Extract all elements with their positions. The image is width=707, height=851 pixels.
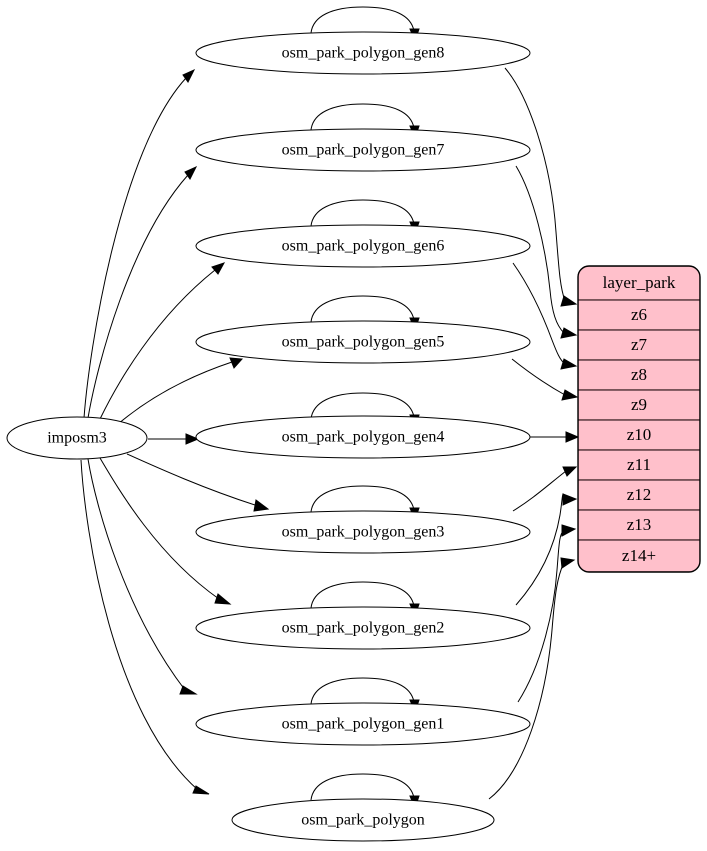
layer-park-label-z9: z9 bbox=[631, 395, 647, 414]
node-osm-park-polygon-gen5[interactable]: osm_park_polygon_gen5 bbox=[195, 320, 531, 364]
imposm3-ellipse[interactable] bbox=[6, 416, 148, 460]
arrow-gen1-to-z13 bbox=[561, 524, 577, 537]
osm-park-polygon-ellipse[interactable] bbox=[231, 798, 495, 842]
self-loop-osm-park-polygon bbox=[310, 773, 415, 801]
arrow-imposm3-to-osm-park-polygon bbox=[192, 785, 210, 795]
edge-imposm3-to-osm-park-polygon bbox=[80, 459, 199, 791]
self-loop-gen1 bbox=[310, 677, 415, 705]
gen1-ellipse[interactable] bbox=[195, 702, 531, 746]
gen2-ellipse[interactable] bbox=[195, 606, 531, 650]
layer-park-row-z14plus[interactable] bbox=[578, 539, 700, 572]
layer-park-row-z10[interactable] bbox=[578, 419, 700, 451]
edge-imposm3-to-gen6 bbox=[99, 269, 216, 420]
gen4-ellipse[interactable] bbox=[195, 415, 531, 459]
osm-park-polygon-label: osm_park_polygon bbox=[301, 812, 425, 829]
layer-park-row-z12[interactable] bbox=[578, 479, 700, 511]
layer-park-label-z14plus: z14+ bbox=[622, 546, 656, 565]
layer-park-label-z7: z7 bbox=[631, 335, 648, 354]
edge-imposm3-to-gen3 bbox=[126, 453, 256, 506]
self-loop-gen7 bbox=[310, 103, 415, 131]
arrow-gen4-to-z10 bbox=[565, 431, 580, 443]
layer-park-table[interactable]: layer_park z6 z7 z8 z9 z10 z11 z12 z13 z… bbox=[577, 265, 701, 573]
self-loop-edges bbox=[310, 6, 420, 810]
node-osm-park-polygon-gen2[interactable]: osm_park_polygon_gen2 bbox=[195, 606, 531, 650]
layer-park-row-z11[interactable] bbox=[578, 449, 700, 481]
arrow-imposm3-to-gen3 bbox=[253, 499, 270, 512]
layer-park-row-z8[interactable] bbox=[578, 359, 700, 391]
self-loop-gen5 bbox=[310, 295, 415, 323]
layer-park-header-label: layer_park bbox=[603, 273, 676, 292]
arrow-imposm3-to-gen5 bbox=[229, 357, 244, 369]
gen5-label: osm_park_polygon_gen5 bbox=[282, 334, 445, 351]
arrow-gen6-to-z8 bbox=[560, 358, 578, 370]
node-imposm3[interactable]: imposm3 bbox=[6, 416, 148, 460]
edge-gen6-to-z8 bbox=[512, 262, 566, 365]
self-loop-gen4 bbox=[310, 392, 415, 420]
gen3-label: osm_park_polygon_gen3 bbox=[282, 524, 445, 541]
self-loop-gen3 bbox=[310, 485, 415, 513]
layer-park-row-z6[interactable] bbox=[578, 299, 700, 331]
gen5-ellipse[interactable] bbox=[195, 320, 531, 364]
arrow-gen8-to-z6 bbox=[560, 295, 578, 307]
gen8-label: osm_park_polygon_gen8 bbox=[282, 45, 445, 62]
gen2-label: osm_park_polygon_gen2 bbox=[282, 620, 445, 637]
gen8-ellipse[interactable] bbox=[195, 31, 531, 75]
node-osm-park-polygon-gen7[interactable]: osm_park_polygon_gen7 bbox=[195, 128, 531, 172]
arrow-imposm3-to-gen1 bbox=[179, 685, 198, 695]
edge-gen5-to-z9 bbox=[511, 358, 566, 396]
edge-gen2-to-z12 bbox=[515, 493, 566, 606]
edge-imposm3-to-gen5 bbox=[117, 361, 233, 425]
node-osm-park-polygon-gen8[interactable]: osm_park_polygon_gen8 bbox=[195, 31, 531, 75]
layer-park-outline bbox=[577, 265, 701, 573]
self-loop-gen2 bbox=[310, 581, 415, 609]
arrow-imposm3-to-gen8 bbox=[182, 68, 196, 83]
arrow-osm-park-polygon-to-z14 bbox=[560, 557, 576, 569]
self-loop-gen8 bbox=[310, 6, 415, 34]
gen7-label: osm_park_polygon_gen7 bbox=[282, 142, 445, 159]
gen6-label: osm_park_polygon_gen6 bbox=[282, 238, 445, 255]
layer-park-label-z12: z12 bbox=[627, 485, 652, 504]
arrow-imposm3-to-gen7 bbox=[184, 165, 198, 180]
node-osm-park-polygon[interactable]: osm_park_polygon bbox=[231, 798, 495, 842]
arrow-gen7-to-z7 bbox=[560, 327, 578, 339]
layer-park-label-z13: z13 bbox=[627, 515, 652, 534]
arrow-imposm3-to-gen4 bbox=[185, 433, 200, 445]
edge-osm-park-polygon-to-z14 bbox=[488, 561, 565, 800]
arrow-imposm3-to-gen6 bbox=[211, 262, 226, 275]
arrow-gen2-to-z12 bbox=[562, 493, 578, 506]
gen1-label: osm_park_polygon_gen1 bbox=[282, 716, 445, 733]
node-osm-park-polygon-gen4[interactable]: osm_park_polygon_gen4 bbox=[195, 415, 531, 459]
arrow-imposm3-to-gen2 bbox=[214, 593, 232, 605]
self-loop-gen6 bbox=[310, 199, 415, 227]
edge-imposm3-to-gen1 bbox=[87, 458, 186, 691]
layer-park-label-z11: z11 bbox=[627, 455, 651, 474]
edge-imposm3-to-gen7 bbox=[87, 174, 189, 419]
edge-gen8-to-z6 bbox=[504, 67, 566, 302]
arrow-gen3-to-z11 bbox=[562, 466, 578, 477]
node-osm-park-polygon-gen1[interactable]: osm_park_polygon_gen1 bbox=[195, 702, 531, 746]
layer-park-label-z8: z8 bbox=[631, 365, 647, 384]
gen6-ellipse[interactable] bbox=[195, 224, 531, 268]
gen4-label: osm_park_polygon_gen4 bbox=[282, 429, 445, 446]
arrow-gen5-to-z9 bbox=[561, 389, 579, 401]
edge-gen7-to-z7 bbox=[515, 165, 565, 334]
node-osm-park-polygon-gen6[interactable]: osm_park_polygon_gen6 bbox=[195, 224, 531, 268]
node-osm-park-polygon-gen3[interactable]: osm_park_polygon_gen3 bbox=[195, 510, 531, 554]
edge-imposm3-to-gen2 bbox=[99, 457, 220, 600]
gen7-ellipse[interactable] bbox=[195, 128, 531, 172]
layer-park-header-cell bbox=[578, 266, 700, 301]
imposm3-label: imposm3 bbox=[47, 430, 107, 447]
layer-park-label-z10: z10 bbox=[627, 425, 652, 444]
gen3-ellipse[interactable] bbox=[195, 510, 531, 554]
edges-to-layer-park bbox=[488, 67, 580, 800]
edge-gen3-to-z11 bbox=[512, 470, 567, 512]
edges-from-imposm3 bbox=[80, 68, 270, 795]
edge-imposm3-to-gen8 bbox=[83, 77, 187, 419]
edge-gen1-to-z13 bbox=[517, 529, 565, 703]
layer-park-label-z6: z6 bbox=[631, 305, 647, 324]
